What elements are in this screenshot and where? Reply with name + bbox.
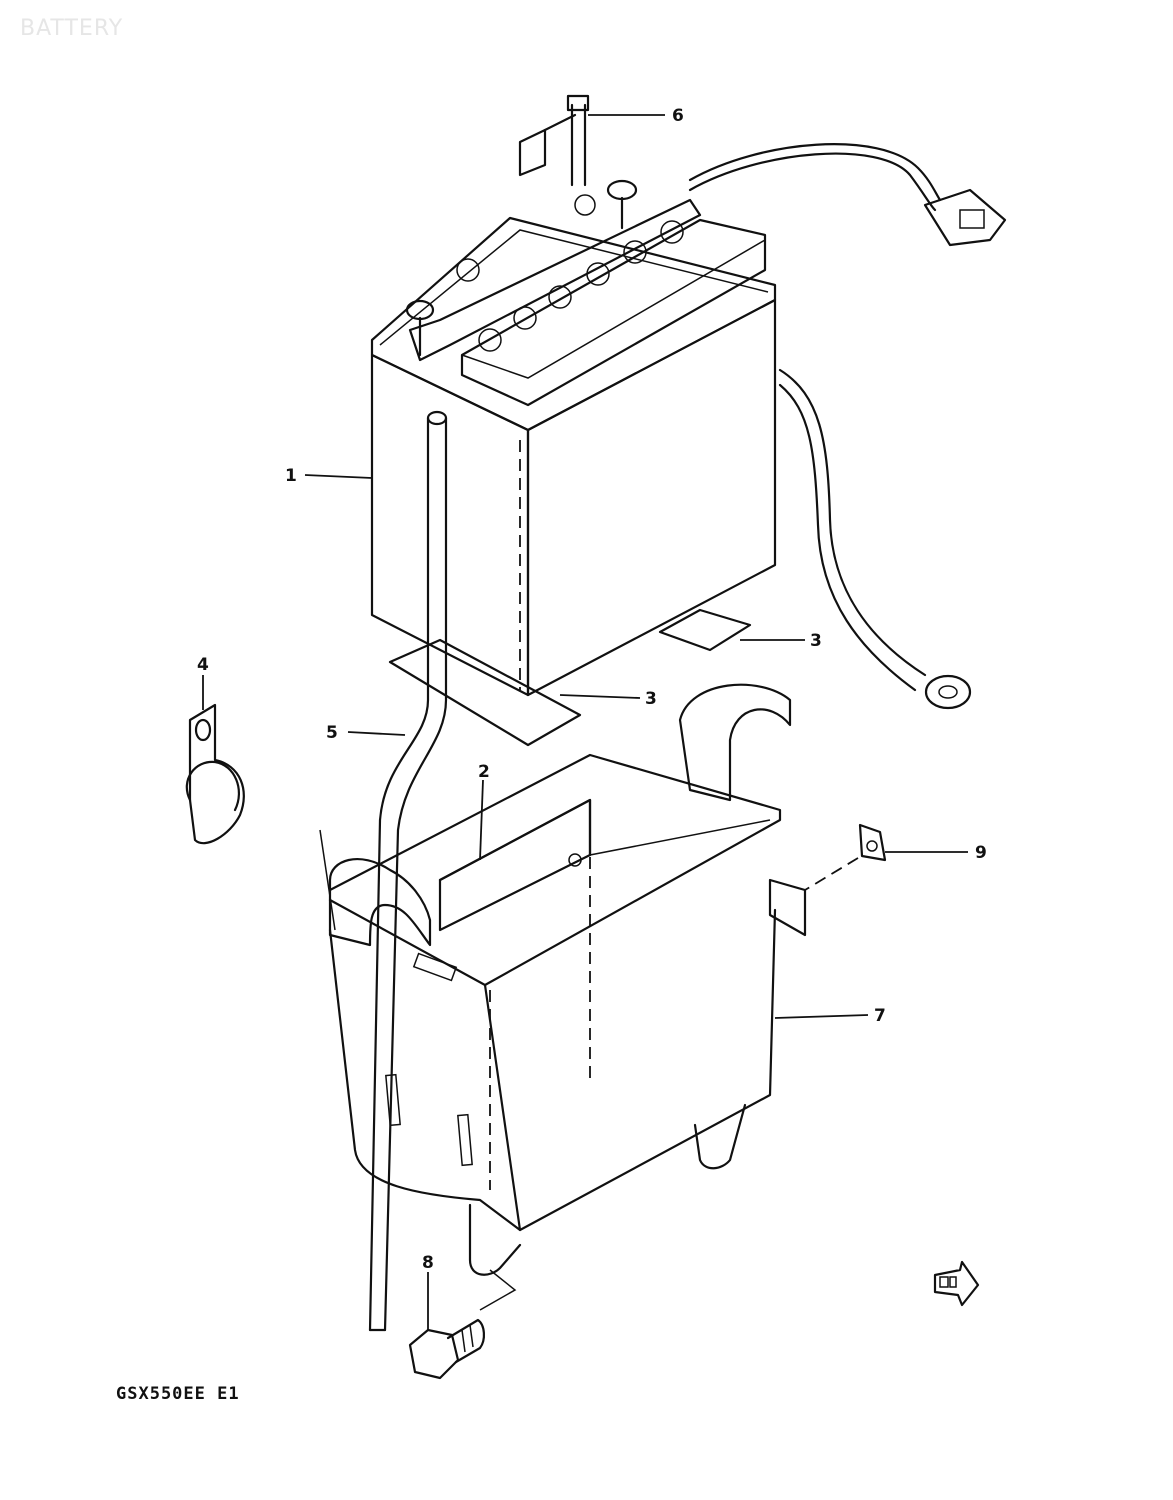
callout-4: 4 [197,655,209,675]
callout-5: 5 [326,723,338,743]
watermark-title: BATTERY [20,16,124,41]
breather-tube [368,410,448,1332]
model-code: GSX550EE E1 [116,1384,240,1404]
callout-8: 8 [422,1253,434,1273]
leader-lines [202,114,968,1330]
callouts: 1 2 3 3 4 5 6 7 8 9 [197,106,987,1273]
lead-wire-connector [688,143,1007,247]
cushion-pads [388,608,752,747]
callout-2: 2 [478,762,490,782]
callout-3a: 3 [810,631,822,651]
nut [804,823,887,891]
tube-clamp [185,703,245,845]
battery [370,179,777,697]
callout-9: 9 [975,843,987,863]
ground-cable [778,368,972,710]
callout-6: 6 [672,106,684,126]
callout-3b: 3 [645,689,657,709]
terminal-bracket [518,94,590,187]
holder-plate [438,798,592,932]
front-arrow-icon [933,1260,980,1307]
callout-7: 7 [874,1006,886,1026]
callout-1: 1 [285,466,297,486]
bolt [408,1269,517,1380]
